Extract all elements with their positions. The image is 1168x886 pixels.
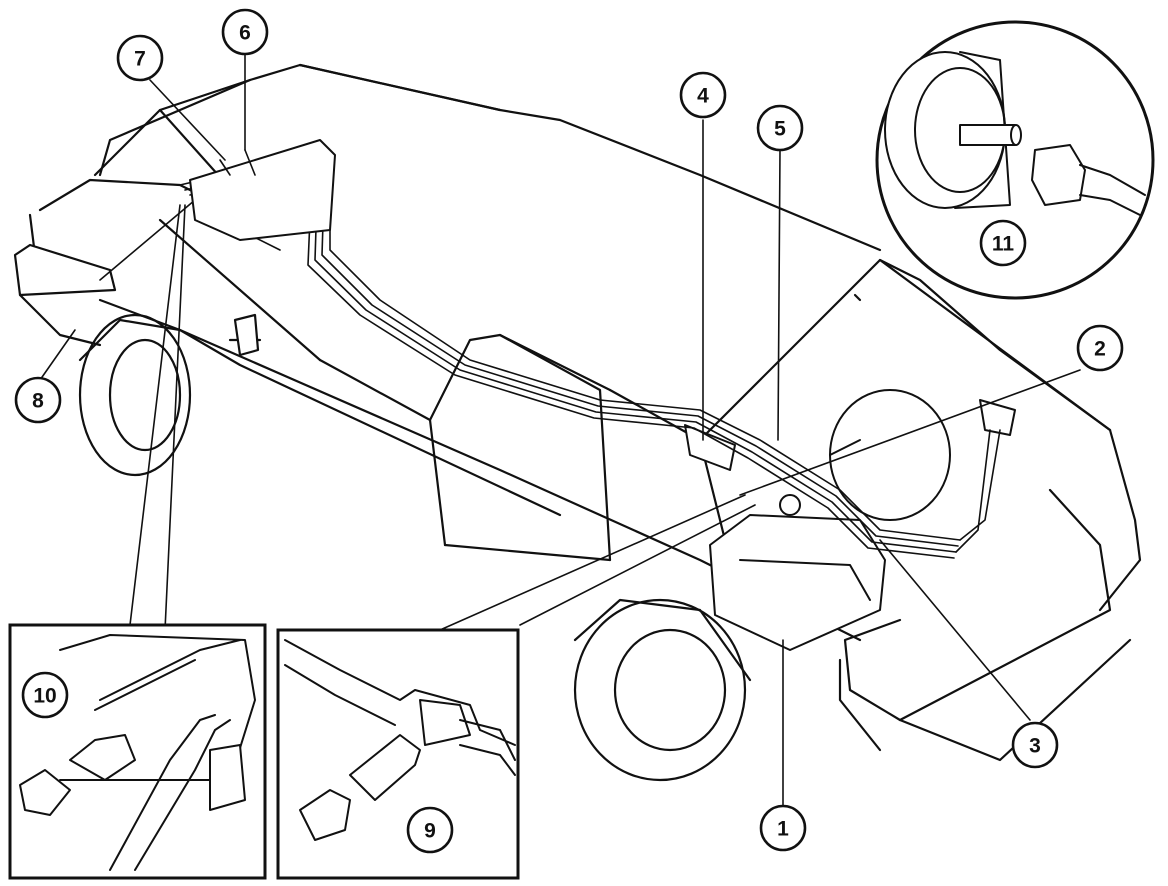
callout-number: 1 (777, 818, 789, 841)
callout-circle (221, 8, 269, 56)
callout-circle (406, 806, 454, 854)
callout-1: 1 (759, 804, 807, 852)
callout-9: 9 (406, 806, 454, 854)
brake-lines (99, 139, 1001, 559)
callout-circle (14, 376, 62, 424)
callout-number: 10 (33, 685, 56, 708)
callout-6: 6 (221, 8, 269, 56)
callout-circle (979, 219, 1027, 267)
callout-number: 9 (424, 820, 436, 843)
callout-10: 10 (21, 671, 69, 719)
callout-number: 8 (32, 390, 44, 413)
callout-circle (679, 71, 727, 119)
callout-11: 11 (979, 219, 1027, 267)
detail-inset-rear-bleeder (8, 623, 267, 880)
callout-circle (116, 34, 164, 82)
detail-inset-brake-booster-fitting (875, 20, 1155, 300)
callout-number: 4 (697, 85, 709, 108)
engine-bay (684, 389, 1016, 651)
callout-5: 5 (756, 104, 804, 152)
callout-number: 6 (239, 22, 251, 45)
callout-7: 7 (116, 34, 164, 82)
callout-number: 2 (1094, 338, 1106, 361)
detail-inset-front-bleeder (276, 628, 520, 880)
callout-circle (1011, 721, 1059, 769)
master-cylinder-reservoir (709, 514, 886, 651)
callout-labels: 1 2 3 4 5 6 7 8 9 10 11 (14, 8, 1124, 854)
callout-3: 3 (1011, 721, 1059, 769)
callout-circle (759, 804, 807, 852)
callout-circle (1076, 324, 1124, 372)
callout-8: 8 (14, 376, 62, 424)
callout-number: 11 (992, 233, 1015, 256)
callout-number: 7 (134, 48, 146, 71)
callout-circle (21, 671, 69, 719)
callout-4: 4 (679, 71, 727, 119)
callout-number: 3 (1029, 735, 1041, 758)
callout-number: 5 (774, 118, 786, 141)
callout-2: 2 (1076, 324, 1124, 372)
callout-circle (756, 104, 804, 152)
